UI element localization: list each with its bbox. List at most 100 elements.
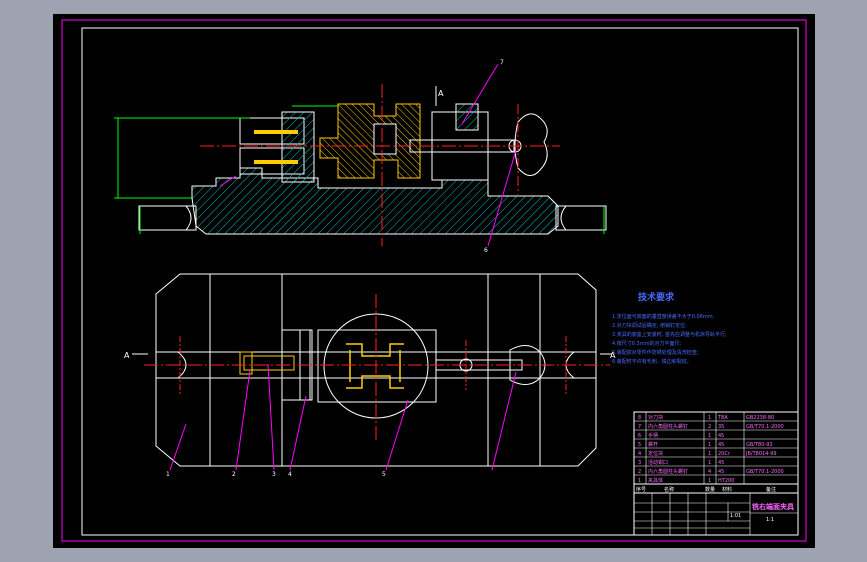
leader-7 (461, 63, 499, 125)
locator-slot (373, 123, 397, 155)
bom-cell-qty: 1 (708, 433, 711, 439)
drawing-title: 铣右端面夹具 (751, 502, 794, 511)
balloon-1: 1 (166, 471, 170, 478)
balloon-2: 2 (232, 471, 236, 478)
tech-item-2: 2.对刀块调试后确定, 用销钉定位; (612, 322, 687, 329)
bom-header-no: 序号 (636, 486, 646, 493)
bom-cell-material: 45 (718, 433, 724, 439)
tech-item-6: 6.装配时不许有毛刺、锐边和裂纹。 (612, 358, 692, 365)
bom-cell-no: 2 (638, 469, 641, 475)
balloon-5: 5 (382, 471, 386, 478)
bom-cell-material: HT200 (718, 478, 734, 484)
bom-cell-name: 内六角圆柱头螺钉 (648, 468, 688, 475)
section-label-right: A (610, 351, 616, 360)
bom-header-material: 材料 (722, 486, 732, 493)
balloon-7: 7 (500, 59, 504, 66)
bom-row: 3 活动钳口 1 45 (638, 459, 724, 466)
leader-1 (169, 423, 187, 471)
bom-cell-qty: 1 (708, 415, 711, 421)
title-block-frame (633, 492, 799, 536)
bom-cell-material: T8A (717, 415, 728, 421)
inner-frame (81, 27, 799, 536)
bom-cell-std: GB/T70.1-2000 (746, 424, 784, 430)
tech-item-4: 4.按尺寸0.3mm的对刀平面尺; (612, 340, 681, 347)
bom-cell-std: GB/T70.1-2000 (746, 469, 784, 475)
right-foot-arc (560, 205, 567, 231)
top-outline (155, 273, 597, 467)
leader-1-top (219, 175, 237, 187)
bom-cell-no: 8 (638, 415, 641, 421)
bom-cell-material: 35 (718, 424, 724, 430)
bom-cell-std: JB/T8014-99 (745, 451, 777, 457)
handle-top (509, 345, 546, 385)
left-foot (138, 205, 197, 231)
bom-cell-material: 45 (718, 460, 724, 466)
bom-cell-no: 4 (638, 451, 641, 457)
tech-requirements: 技术要求 1.定位面与底面的垂直度误差不大于0.06mm; 2.对刀块调试后确定… (612, 291, 727, 365)
bom-row: 7 内六角圆柱头螺钉 2 35 GB/T70.1-2000 (638, 423, 784, 430)
left-foot-arc (185, 205, 192, 231)
bom-row: 1 夹具体 1 HT200 (638, 477, 734, 484)
sheet (53, 14, 815, 548)
bom-cell-no: 5 (638, 442, 641, 448)
bom-cell-no: 3 (638, 460, 641, 466)
balloon-4: 4 (288, 471, 292, 478)
leader-2 (235, 369, 251, 471)
bom-header-name: 名称 (664, 486, 674, 493)
screw-top (243, 355, 295, 371)
bom-row: 6 手柄 1 45 (638, 432, 724, 439)
bom-header-remark: 备注 (766, 486, 776, 493)
bom-cell-qty: 4 (708, 469, 711, 475)
bom-cell-material: 45 (718, 442, 724, 448)
leader-6 (487, 149, 517, 247)
leader-4 (289, 395, 307, 471)
balloon-6: 6 (484, 247, 488, 254)
bom-cell-std: GB/T80-93 (746, 442, 773, 448)
view-marker: A (438, 89, 444, 98)
right-foot (555, 205, 607, 231)
base-body (191, 167, 559, 235)
leader-6-top (491, 371, 517, 471)
bom-cell-material: 20Cr (718, 451, 731, 457)
bom-cell-qty: 1 (708, 460, 711, 466)
bom-cell-no: 7 (638, 424, 641, 430)
leader-5 (385, 399, 409, 471)
bom-cell-qty: 1 (708, 451, 711, 457)
title-block-grid (634, 493, 798, 535)
tech-item-5: 5.装配前对零件作防锈处理及清洗检查; (612, 349, 699, 356)
bom-grid (634, 412, 798, 484)
leader-3 (267, 363, 275, 471)
tech-item-3: 3.夹具的底座上安装时, 首先应调整与机床导轨平行; (612, 331, 727, 338)
bom-cell-name: 定位块 (648, 450, 663, 457)
locator-body (319, 103, 421, 179)
bom-row: 5 螺杆 1 45 GB/T80-93 (638, 441, 773, 448)
bom-cell-name: 对刀块 (648, 414, 663, 421)
bom-cell-name: 内六角圆柱头螺钉 (648, 423, 688, 430)
screw-head-top (239, 351, 253, 375)
bom-cell-qty: 1 (708, 478, 711, 484)
pin-block (455, 103, 479, 131)
front-section-view: A 7 6 (114, 59, 607, 254)
top-view: A A 1 2 3 4 5 (124, 273, 616, 478)
section-label-left: A (124, 351, 130, 360)
left-u-slot (156, 351, 187, 379)
bom-cell-std: GB2238-80 (746, 415, 774, 421)
bom-cell-name: 手柄 (648, 432, 658, 439)
title-block: 铣右端面夹具 1:1 1:01 (633, 492, 799, 536)
drawing-scale: 1:1 (766, 517, 774, 523)
bom-cell-name: 夹具体 (648, 477, 663, 484)
bom-cell-qty: 1 (708, 442, 711, 448)
jaw-plate (281, 111, 315, 183)
bom-cell-material: 45 (718, 469, 724, 475)
bom-cell-qty: 2 (708, 424, 711, 430)
bom-cell-no: 1 (638, 478, 641, 484)
bom-cell-no: 6 (638, 433, 641, 439)
bom-cell-name: 活动钳口 (648, 459, 668, 466)
bom-row: 4 定位块 1 20Cr JB/T8014-99 (638, 450, 777, 457)
bom-table: 8 对刀块 1 T8A GB2238-80 7 内六角圆柱头螺钉 2 35 GB… (633, 411, 799, 494)
balloon-3: 3 (272, 471, 276, 478)
outer-frame (61, 19, 807, 542)
bom-header-qty: 数量 (705, 486, 715, 493)
sheet-count: 1:01 (730, 513, 741, 519)
